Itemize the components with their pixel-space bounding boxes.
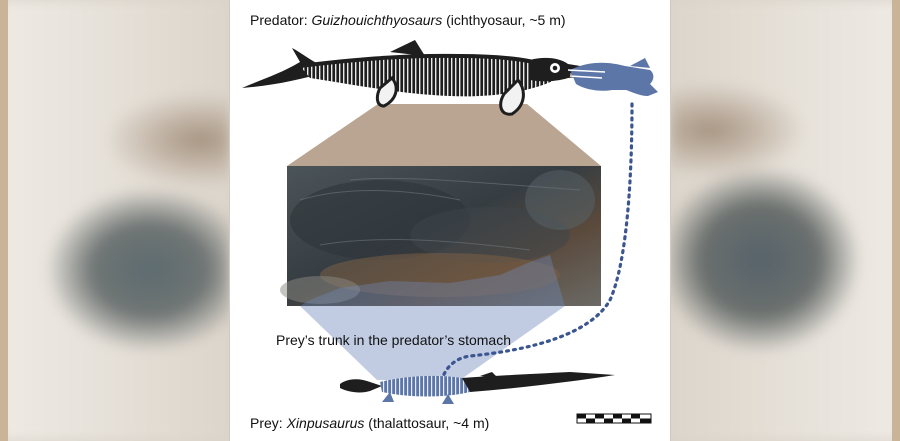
- lower-projection-trapezoid: [300, 306, 565, 380]
- fossil-slab: [280, 166, 601, 306]
- backdrop-left: [0, 0, 230, 441]
- dotted-connector: [440, 102, 634, 382]
- prey-prefix: Prey:: [250, 415, 287, 431]
- thalattosaur-skeleton: [340, 372, 615, 404]
- prey-in-jaws: [567, 58, 658, 96]
- predator-label: Predator: Guizhouichthyosaurs (ichthyosa…: [250, 12, 566, 28]
- scale-bar: [576, 413, 652, 424]
- backdrop-right: [670, 0, 900, 441]
- prey-genus: Xinpusaurus: [286, 415, 365, 431]
- figure-panel: Predator: Guizhouichthyosaurs (ichthyosa…: [230, 0, 670, 441]
- stomach-label: Prey’s trunk in the predator’s stomach: [276, 332, 512, 348]
- backdrop-edge-right: [892, 0, 900, 441]
- ichthyosaur-skeleton: [242, 40, 605, 116]
- predator-suffix: (ichthyosaur, ~5 m): [442, 12, 566, 28]
- figure-graphics: [242, 40, 658, 424]
- predator-prefix: Predator:: [250, 12, 312, 28]
- predator-genus: Guizhouichthyosaurs: [311, 12, 443, 28]
- prey-suffix: (thalattosaur, ~4 m): [364, 415, 490, 431]
- prey-label: Prey: Xinpusaurus (thalattosaur, ~4 m): [250, 415, 489, 431]
- upper-projection-trapezoid: [287, 104, 601, 166]
- backdrop-edge-left: [0, 0, 8, 441]
